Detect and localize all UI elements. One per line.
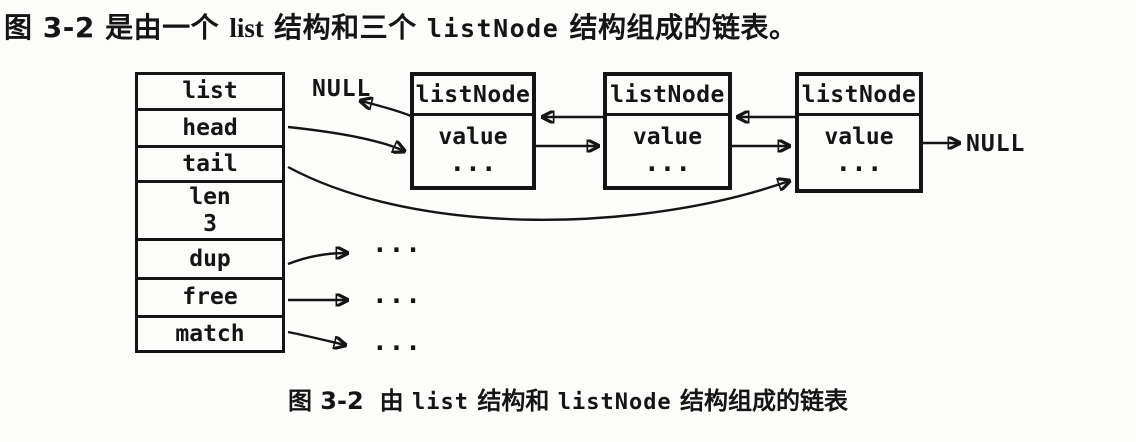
listnode-box-2: listNode value ...	[603, 72, 732, 190]
dup-ellipsis: ...	[372, 229, 422, 259]
list-row-label: free	[182, 284, 238, 310]
heading-code-list: list	[229, 13, 264, 43]
listnode-value: value	[632, 124, 703, 150]
listnode-title: listNode	[607, 76, 728, 116]
list-row-label: len	[189, 183, 231, 210]
null-label-head-prev: NULL	[312, 76, 372, 102]
figure-caption: 图 3-2 由 list 结构和 listNode 结构组成的链表	[0, 381, 1136, 416]
list-row-value: 3	[203, 210, 217, 237]
list-row-head: head	[138, 108, 282, 145]
list-row-title: list	[138, 75, 282, 108]
listnode-dots: ...	[449, 148, 497, 178]
caption-suffix: 结构组成的链表	[671, 387, 849, 415]
listnode-dots: ...	[644, 148, 691, 178]
list-row-label: list	[182, 78, 238, 104]
list-row-match: match	[138, 315, 282, 350]
null-label-tail-next: NULL	[966, 131, 1026, 157]
caption-code-listnode: listNode	[557, 390, 672, 415]
list-row-label: match	[175, 320, 245, 347]
list-struct-box: list head tail len 3 dup free match	[135, 72, 285, 353]
listnode-value: value	[438, 124, 508, 150]
dup-pointer-arrow	[287, 253, 347, 266]
heading-suffix: 结构组成的链表。	[559, 11, 798, 44]
listnode-box-1: listNode value ...	[410, 72, 536, 190]
caption-prefix: 由	[379, 387, 413, 415]
free-ellipsis: ...	[372, 280, 422, 310]
heading-code-listnode: listNode	[426, 14, 560, 43]
listnode-title: listNode	[414, 76, 532, 116]
listnode-dots: ...	[835, 148, 883, 178]
list-row-free: free	[138, 277, 282, 315]
list-row-dup: dup	[138, 238, 282, 277]
page-title: 图 3-2 是由一个 list 结构和三个 listNode 结构组成的链表。	[4, 6, 798, 46]
list-row-label: head	[182, 114, 238, 141]
caption-figure-number: 图 3-2	[287, 387, 364, 415]
caption-code-list: list	[412, 390, 469, 415]
match-ellipsis: ...	[372, 327, 422, 357]
listnode-box-3: listNode value ...	[795, 72, 923, 193]
list-row-label: tail	[182, 150, 238, 177]
listnode-title: listNode	[799, 76, 919, 116]
heading-prefix: 图 3-2 是由一个	[4, 11, 230, 44]
list-row-label: dup	[189, 245, 231, 272]
list-row-tail: tail	[138, 145, 282, 180]
caption-middle: 结构和	[469, 387, 558, 415]
list-row-len: len 3	[138, 180, 282, 238]
match-pointer-arrow	[287, 330, 345, 345]
node1-prev-to-null-arrow	[361, 101, 412, 118]
listnode-value: value	[824, 124, 894, 150]
head-pointer-arrow	[287, 125, 404, 151]
heading-middle: 结构和三个	[263, 11, 427, 44]
